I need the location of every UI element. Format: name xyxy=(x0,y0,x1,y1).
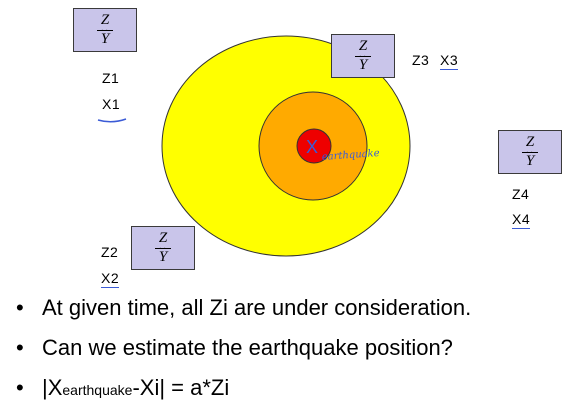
fraction-denominator: ··Y xyxy=(358,52,368,73)
bullet-marker: • xyxy=(16,295,24,320)
fraction-denominator: ··Y xyxy=(525,148,535,169)
fraction-numerator: Z xyxy=(100,12,110,28)
fraction-numerator: Z xyxy=(525,134,535,150)
fraction-bar xyxy=(155,248,171,249)
sensor-1-box: Z ··Y xyxy=(73,8,137,52)
bullet-item: • Can we estimate the earthquake positio… xyxy=(16,328,471,368)
inner-zone xyxy=(296,128,332,164)
earthquake-zone-diagram: X earthquake xyxy=(97,35,411,257)
epicenter-mark: X xyxy=(306,137,318,157)
formula-text: |Xearthquake-Xi| = a*Zi xyxy=(42,375,230,400)
sensor-4-box: Z ··Y xyxy=(498,130,562,174)
bullet-list: • At given time, all Zi are under consid… xyxy=(16,288,471,408)
sensor-2-x-label: X2 xyxy=(101,270,120,288)
epicenter-handwritten-label: earthquake xyxy=(321,148,380,163)
sensor-3-z-label: Z3 xyxy=(412,52,430,68)
fraction-numerator: Z xyxy=(158,230,168,246)
fraction-bar xyxy=(522,152,538,153)
bullet-marker: • xyxy=(16,375,24,400)
sensor-4-z-label: Z4 xyxy=(512,186,530,202)
x1-annotation-underline xyxy=(97,118,127,123)
bullet-text: Can we estimate the earthquake position? xyxy=(42,335,453,360)
bullet-item: • At given time, all Zi are under consid… xyxy=(16,288,471,328)
double-dot-accent: ·· xyxy=(158,244,168,255)
sensor-2-z-label: Z2 xyxy=(101,244,119,260)
double-dot-accent: ·· xyxy=(525,148,535,159)
bullet-marker: • xyxy=(16,335,24,360)
sensor-3-box: Z ··Y xyxy=(331,34,395,78)
formula-subscript: earthquake xyxy=(62,382,133,398)
fraction-bar xyxy=(97,30,113,31)
bullet-text: At given time, all Zi are under consider… xyxy=(42,295,472,320)
bullet-item: • |Xearthquake-Xi| = a*Zi xyxy=(16,368,471,408)
double-dot-accent: ·· xyxy=(100,26,110,37)
sensor-2-box: Z ··Y xyxy=(131,226,195,270)
fraction-bar xyxy=(355,56,371,57)
double-dot-accent: ·· xyxy=(358,52,368,63)
sensor-1-z-label: Z1 xyxy=(102,70,120,86)
sensor-4-x-label: X4 xyxy=(512,211,531,229)
sensor-3-x-label: X3 xyxy=(440,52,459,70)
fraction-denominator: ··Y xyxy=(100,26,110,47)
fraction-denominator: ··Y xyxy=(158,244,168,265)
sensor-1-x-label: X1 xyxy=(102,96,121,112)
fraction-numerator: Z xyxy=(358,38,368,54)
